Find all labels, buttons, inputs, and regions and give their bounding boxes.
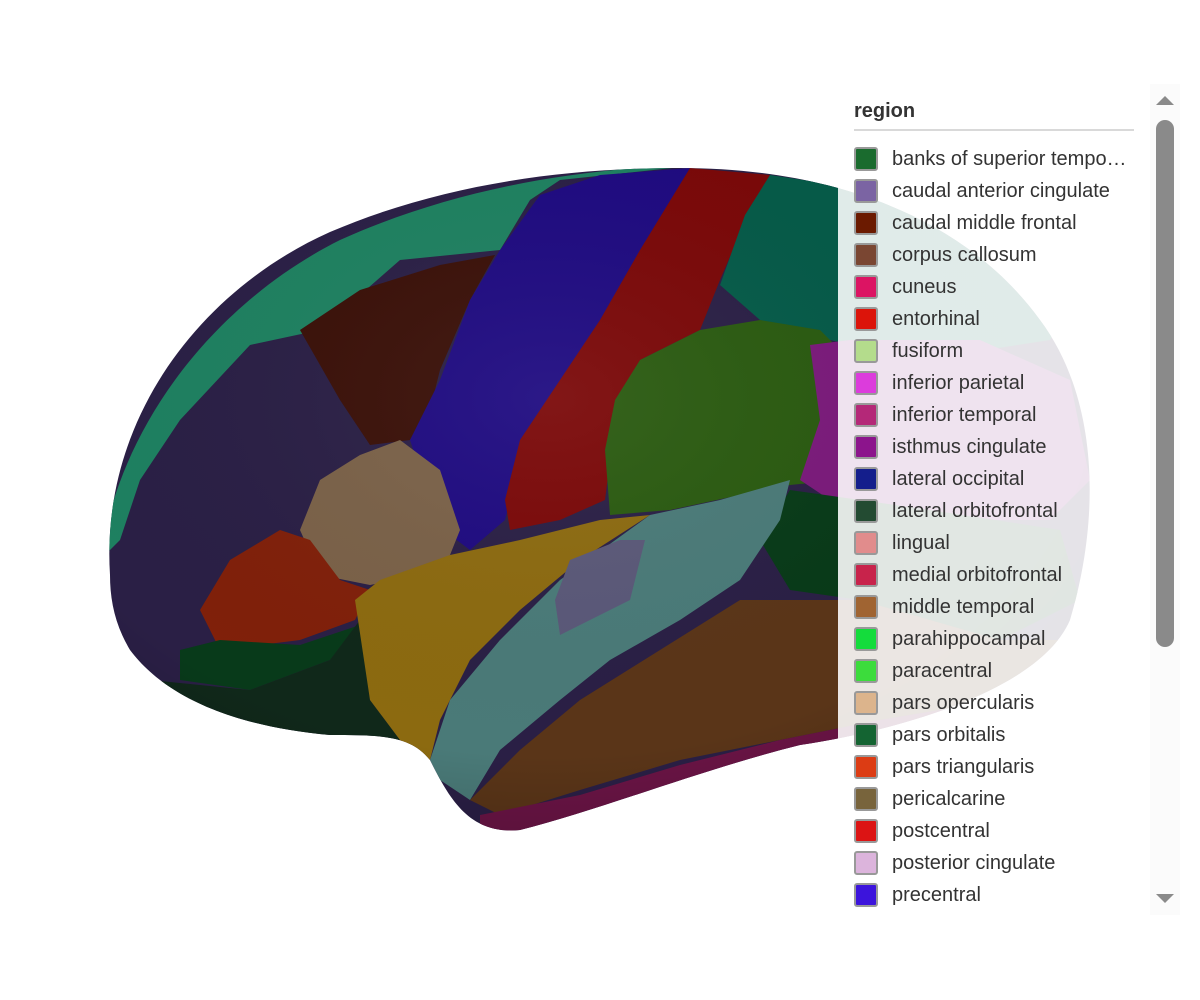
legend-item-banks-of-superior-temporal[interactable]: banks of superior tempo… (854, 143, 1144, 175)
legend-item-clipped[interactable] (854, 911, 1144, 915)
legend-item-pars-triangularis[interactable]: pars triangularis (854, 751, 1144, 783)
legend-label: precentral (892, 883, 981, 906)
legend-scrollbar[interactable] (1150, 84, 1180, 915)
legend-label: banks of superior tempo… (892, 147, 1127, 170)
legend-divider (854, 129, 1134, 131)
legend-swatch (854, 787, 878, 811)
legend-swatch (854, 147, 878, 171)
legend-swatch (854, 723, 878, 747)
legend-label: lateral occipital (892, 467, 1025, 490)
legend-item-caudal-middle-frontal[interactable]: caudal middle frontal (854, 207, 1144, 239)
legend-label: cuneus (892, 275, 957, 298)
legend-swatch (854, 563, 878, 587)
legend-swatch (854, 371, 878, 395)
legend-label: inferior temporal (892, 403, 1037, 426)
legend-swatch (854, 883, 878, 907)
legend-item-lateral-orbitofrontal[interactable]: lateral orbitofrontal (854, 495, 1144, 527)
legend-label: paracentral (892, 659, 993, 682)
legend-label: entorhinal (892, 307, 980, 330)
legend-label: lateral orbitofrontal (892, 499, 1058, 522)
legend-swatch (854, 243, 878, 267)
legend-label: caudal middle frontal (892, 211, 1077, 234)
legend-item-pars-orbitalis[interactable]: pars orbitalis (854, 719, 1144, 751)
legend-item-parahippocampal[interactable]: parahippocampal (854, 623, 1144, 655)
legend-item-medial-orbitofrontal[interactable]: medial orbitofrontal (854, 559, 1144, 591)
legend-label: parahippocampal (892, 627, 1046, 650)
legend-item-paracentral[interactable]: paracentral (854, 655, 1144, 687)
legend-swatch (854, 851, 878, 875)
scrollbar-thumb[interactable] (1156, 120, 1174, 647)
legend-swatch (854, 659, 878, 683)
legend-label: posterior cingulate (892, 851, 1056, 874)
legend-swatch (854, 755, 878, 779)
legend-swatch (854, 339, 878, 363)
legend-label: pericalcarine (892, 787, 1006, 810)
legend-swatch (854, 499, 878, 523)
legend-item-inferior-parietal[interactable]: inferior parietal (854, 367, 1144, 399)
scroll-up-arrow-icon[interactable] (1156, 96, 1174, 105)
legend-swatch (854, 531, 878, 555)
legend-item-corpus-callosum[interactable]: corpus callosum (854, 239, 1144, 271)
legend-label: corpus callosum (892, 243, 1037, 266)
legend-list: banks of superior tempo… caudal anterior… (854, 143, 1144, 915)
legend-swatch (854, 467, 878, 491)
legend-swatch (854, 307, 878, 331)
legend-swatch (854, 403, 878, 427)
legend-swatch (854, 595, 878, 619)
legend-item-entorhinal[interactable]: entorhinal (854, 303, 1144, 335)
legend-item-fusiform[interactable]: fusiform (854, 335, 1144, 367)
legend-item-precentral[interactable]: precentral (854, 879, 1144, 911)
legend-swatch (854, 211, 878, 235)
legend-item-lingual[interactable]: lingual (854, 527, 1144, 559)
legend-swatch (854, 627, 878, 651)
legend-label: medial orbitofrontal (892, 563, 1063, 586)
legend-item-inferior-temporal[interactable]: inferior temporal (854, 399, 1144, 431)
legend-label: pars triangularis (892, 755, 1035, 778)
legend-label: fusiform (892, 339, 964, 362)
legend-item-posterior-cingulate[interactable]: posterior cingulate (854, 847, 1144, 879)
legend-title: region (854, 100, 916, 122)
legend-item-middle-temporal[interactable]: middle temporal (854, 591, 1144, 623)
legend-label: middle temporal (892, 595, 1035, 618)
legend-label: lingual (892, 531, 950, 554)
legend-item-postcentral[interactable]: postcentral (854, 815, 1144, 847)
legend-item-pericalcarine[interactable]: pericalcarine (854, 783, 1144, 815)
legend-label: pars opercularis (892, 691, 1035, 714)
legend-label: inferior parietal (892, 371, 1025, 394)
legend-swatch (854, 275, 878, 299)
legend-item-pars-opercularis[interactable]: pars opercularis (854, 687, 1144, 719)
legend-swatch (854, 179, 878, 203)
legend-item-caudal-anterior-cingulate[interactable]: caudal anterior cingulate (854, 175, 1144, 207)
legend-item-lateral-occipital[interactable]: lateral occipital (854, 463, 1144, 495)
legend-swatch (854, 819, 878, 843)
scroll-down-arrow-icon[interactable] (1156, 894, 1174, 903)
legend-label: pars orbitalis (892, 723, 1006, 746)
legend-item-isthmus-cingulate[interactable]: isthmus cingulate (854, 431, 1144, 463)
legend-item-cuneus[interactable]: cuneus (854, 271, 1144, 303)
legend-label: postcentral (892, 819, 990, 842)
legend-swatch (854, 435, 878, 459)
legend-label: isthmus cingulate (892, 435, 1047, 458)
legend-label: caudal anterior cingulate (892, 179, 1110, 202)
legend-panel[interactable]: region banks of superior tempo… caudal a… (838, 84, 1150, 915)
legend-swatch (854, 691, 878, 715)
